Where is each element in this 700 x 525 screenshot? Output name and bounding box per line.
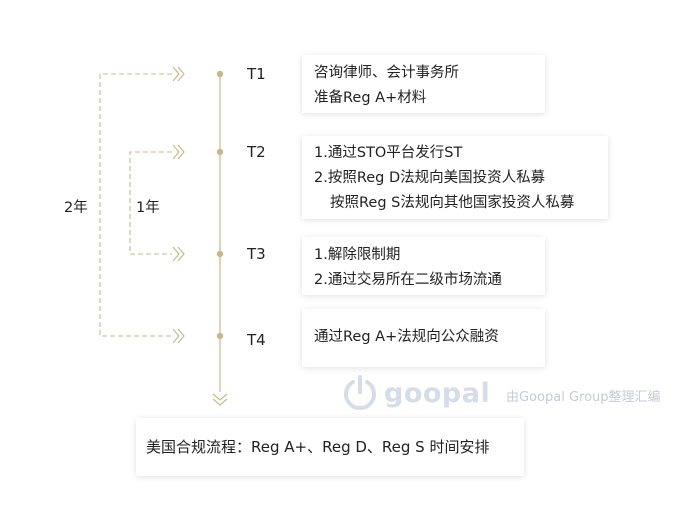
chevron-down-icon [212, 393, 228, 401]
step-card-t1: 咨询律师、会计事务所 准备Reg A+材料 [302, 55, 545, 113]
step-text: 1.解除限制期 [314, 247, 401, 263]
duration-bracket-outer [99, 73, 172, 337]
step-label-t4: T4 [247, 331, 266, 349]
timeline-node-t3 [216, 250, 224, 258]
step-card-t3: 1.解除限制期 2.通过交易所在二级市场流通 [302, 237, 545, 295]
step-text: 通过Reg A+法规向公众融资 [314, 329, 499, 345]
step-text: 咨询律师、会计事务所 [314, 65, 459, 81]
credit-text: 由Goopal Group整理汇编 [506, 390, 661, 405]
step-text: 1.通过STO平台发行ST [314, 145, 463, 161]
step-text: 准备Reg A+材料 [314, 90, 427, 106]
brand-name: goopal [384, 377, 491, 409]
timeline-node-t1 [216, 70, 224, 78]
diagram-caption: 美国合规流程：Reg A+、Reg D、Reg S 时间安排 [136, 418, 524, 476]
step-label-t2: T2 [247, 143, 266, 161]
step-label-t3: T3 [247, 245, 266, 263]
timeline-node-t2 [216, 148, 224, 156]
step-text: 2.按照Reg D法规向美国投资人私募 [314, 170, 546, 186]
duration-label-inner: 1年 [136, 200, 160, 216]
power-icon [344, 375, 376, 411]
chevron-right-icon [172, 328, 185, 344]
chevron-right-icon [172, 66, 185, 82]
duration-label-outer: 2年 [64, 200, 88, 216]
step-text: 2.通过交易所在二级市场流通 [314, 272, 502, 288]
step-text: 按照Reg S法规向其他国家投资人私募 [330, 195, 575, 211]
chevron-right-icon [172, 144, 185, 160]
duration-bracket-inner [129, 151, 172, 255]
chevron-right-icon [172, 246, 185, 262]
goopal-logo: goopal [342, 374, 490, 412]
timeline-node-t4 [216, 332, 224, 340]
step-card-t4: 通过Reg A+法规向公众融资 [302, 309, 545, 367]
step-label-t1: T1 [247, 65, 266, 83]
step-card-t2: 1.通过STO平台发行ST 2.按照Reg D法规向美国投资人私募 按照Reg … [302, 136, 608, 219]
chevron-down-icon [212, 398, 228, 406]
